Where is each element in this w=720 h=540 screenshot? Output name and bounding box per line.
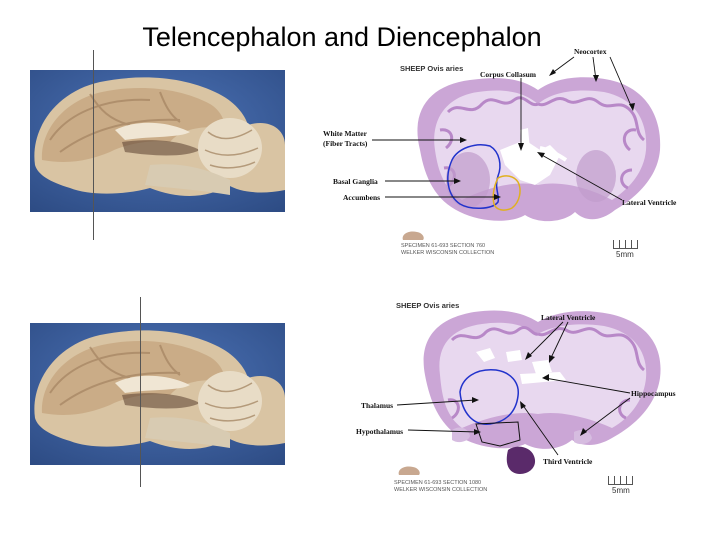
label-lateral-ventricle-top: Lateral Ventricle bbox=[622, 198, 677, 207]
scale-bar-bottom bbox=[608, 476, 633, 485]
label-basal-ganglia: Basal Ganglia bbox=[333, 177, 378, 186]
arrowheads-bottom bbox=[472, 352, 587, 436]
sheep-thumbnail-bottom bbox=[397, 464, 421, 482]
leader-lines-top bbox=[372, 56, 633, 201]
label-third-ventricle: Third Ventricle bbox=[543, 457, 593, 466]
section-cut-line-bottom bbox=[140, 297, 141, 487]
third-ventricle-blob bbox=[506, 446, 536, 474]
label-corpus-collasum: Corpus Collasum bbox=[480, 70, 537, 79]
hypothalamus-outline bbox=[475, 421, 521, 447]
leader-lines-bottom bbox=[396, 321, 631, 456]
slide-title: Telencephalon and Diencephalon bbox=[142, 22, 542, 52]
label-neocortex: Neocortex bbox=[574, 47, 607, 56]
label-white-matter: White Matter bbox=[323, 129, 367, 138]
coronal-section-bottom bbox=[423, 310, 661, 449]
specimen-info-line1-bottom: SPECIMEN 61-693 SECTION 1080 bbox=[394, 480, 482, 486]
coronal-section-top bbox=[417, 77, 661, 222]
scale-label-bottom: 5mm bbox=[612, 486, 630, 495]
specimen-info-line2-top: WELKER WISCONSIN COLLECTION bbox=[401, 250, 495, 256]
section-cut-line-top bbox=[93, 50, 94, 240]
sheep-thumbnail-top bbox=[401, 229, 425, 247]
sagittal-brain-photo-bottom bbox=[30, 323, 285, 465]
label-accumbens: Accumbens bbox=[343, 193, 381, 202]
arrowheads-top bbox=[454, 69, 635, 200]
label-fiber-tracts: (Fiber Tracts) bbox=[323, 139, 368, 148]
species-header-bottom: SHEEP Ovis aries bbox=[396, 301, 460, 310]
scale-label-top: 5mm bbox=[616, 250, 634, 259]
label-hypothalamus: Hypothalamus bbox=[356, 427, 404, 436]
label-lateral-ventricle-bottom: Lateral Ventricle bbox=[541, 313, 596, 322]
sagittal-brain-photo-top bbox=[30, 70, 285, 212]
label-hippocampus: Hippocampus bbox=[631, 389, 676, 398]
scale-bar-top bbox=[613, 240, 638, 249]
specimen-info-line2-bottom: WELKER WISCONSIN COLLECTION bbox=[394, 487, 488, 493]
basal-ganglia-outline bbox=[447, 144, 501, 209]
label-thalamus: Thalamus bbox=[361, 401, 394, 410]
thalamus-outline bbox=[459, 369, 519, 425]
species-header-top: SHEEP Ovis aries bbox=[400, 64, 464, 73]
specimen-info-line1-top: SPECIMEN 61-693 SECTION 760 bbox=[401, 243, 486, 249]
